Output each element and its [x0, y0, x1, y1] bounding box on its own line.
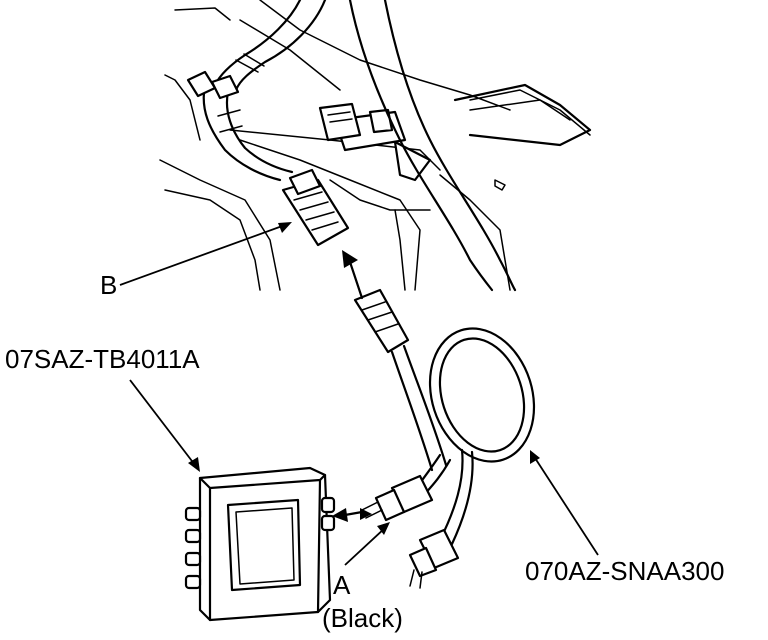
label-a-color: (Black) [322, 603, 403, 633]
leader-lines [119, 222, 599, 566]
connection-arrows [332, 250, 372, 522]
vehicle-interior [159, 0, 592, 291]
mounting-bracket [318, 102, 432, 182]
vehicle-harness [186, 0, 517, 292]
lower-plug [408, 528, 460, 589]
connector-a [361, 474, 434, 522]
label-junction-box-part-number: 07SAZ-TB4011A [5, 344, 200, 374]
label-harness-part-number: 070AZ-SNAA300 [525, 556, 725, 586]
adapter-harness [353, 288, 536, 546]
label-b: B [100, 270, 118, 300]
label-a: A [333, 570, 351, 600]
junction-box [184, 466, 336, 622]
connector-b [281, 168, 350, 247]
